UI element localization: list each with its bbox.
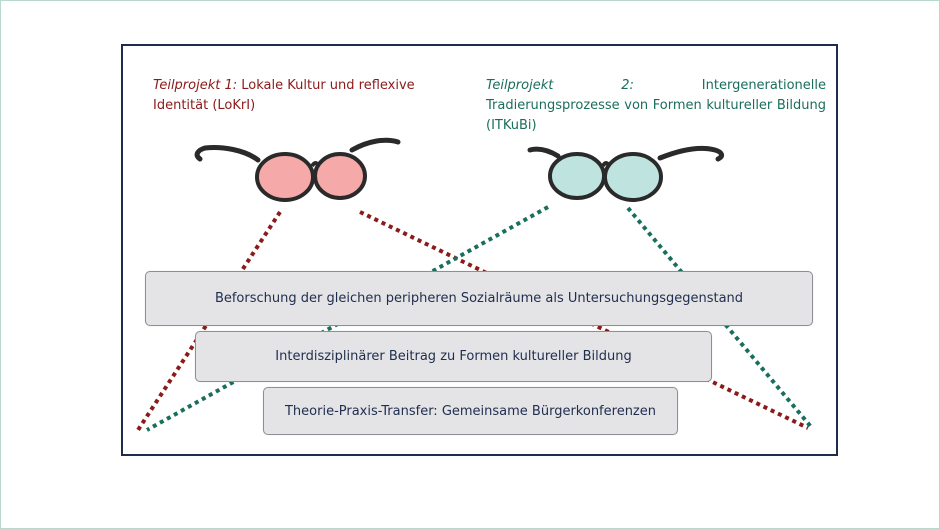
level-box-research: Beforschung der gleichen peripheren Sozi… [145, 271, 813, 326]
level-label: Beforschung der gleichen peripheren Sozi… [214, 291, 744, 306]
project-1-label: Teilprojekt 1: Lokale Kultur und reflexi… [153, 76, 443, 116]
project-2-title: Intergenerationelle Tradierungsprozesse … [486, 78, 826, 133]
project-2-prefix: Teilprojekt 2: [486, 78, 634, 93]
project-2-label: Teilprojekt 2: Intergenerationelle Tradi… [486, 76, 826, 136]
level-box-transfer: Theorie-Praxis-Transfer: Gemeinsame Bürg… [263, 387, 678, 435]
project-1-prefix: Teilprojekt 1: [153, 78, 238, 93]
glasses-teal-icon [527, 145, 725, 202]
level-label: Interdisziplinärer Beitrag zu Formen kul… [275, 349, 632, 364]
level-box-interdisciplinary: Interdisziplinärer Beitrag zu Formen kul… [195, 331, 712, 382]
glasses-red-icon [194, 137, 401, 202]
level-label: Theorie-Praxis-Transfer: Gemeinsame Bürg… [284, 403, 656, 419]
project-1-title: Lokale Kultur und reflexive Identität (L… [153, 78, 415, 113]
